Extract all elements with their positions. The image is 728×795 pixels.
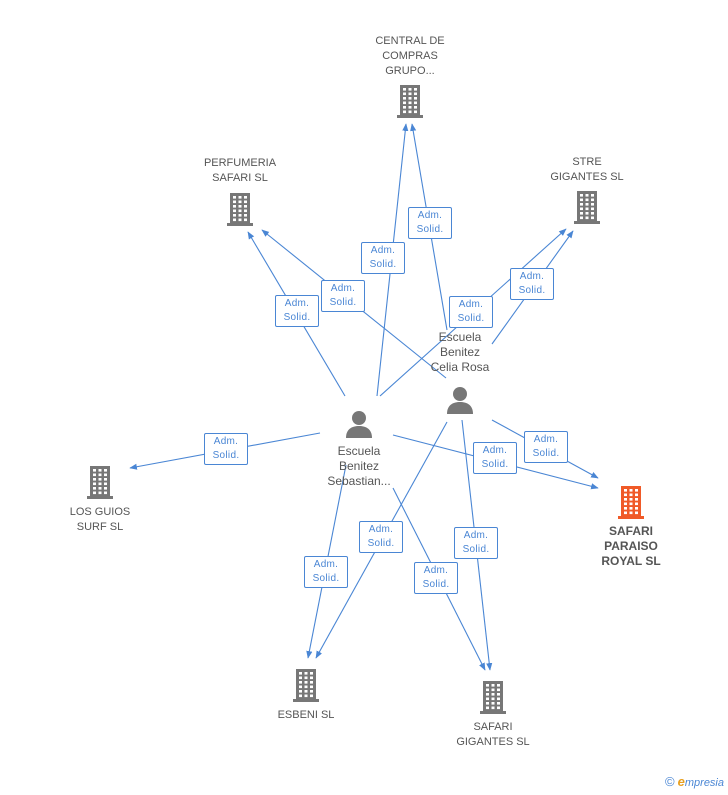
company-label-central[interactable]: CENTRAL DE COMPRAS GRUPO... [375,35,445,77]
relation-badge[interactable]: Adm. Solid. [321,280,365,312]
building-icon[interactable] [615,485,647,524]
person-icon[interactable] [445,385,475,420]
person-label-sebastian[interactable]: Escuela Benitez Sebastian... [327,444,391,488]
company-label-stre[interactable]: STRE GIGANTES SL [550,156,624,183]
relation-badge[interactable]: Adm. Solid. [510,268,554,300]
relation-badge[interactable]: Adm. Solid. [473,442,517,474]
company-label-gigantes[interactable]: SAFARI GIGANTES SL [456,721,530,748]
relation-badge[interactable]: Adm. Solid. [408,207,452,239]
building-icon[interactable] [224,192,256,231]
relation-badge[interactable]: Adm. Solid. [359,521,403,553]
person-label-celia[interactable]: Escuela Benitez Celia Rosa [430,330,490,374]
building-icon[interactable] [84,465,116,504]
brand-name: mpresia [684,777,724,789]
copyright-icon: © [664,774,675,789]
relation-badge[interactable]: Adm. Solid. [449,296,493,328]
brand-initial: e [677,774,685,789]
building-icon[interactable] [571,190,603,229]
relation-badge[interactable]: Adm. Solid. [204,433,248,465]
building-icon[interactable] [394,84,426,123]
footer-brand: © empresia [665,774,724,789]
company-label-perfumeria[interactable]: PERFUMERIA SAFARI SL [203,157,277,184]
relation-badge[interactable]: Adm. Solid. [414,562,458,594]
building-icon[interactable] [290,668,322,707]
company-label-paraiso[interactable]: SAFARI PARAISO ROYAL SL [601,524,661,568]
relation-badge[interactable]: Adm. Solid. [454,527,498,559]
company-label-guios[interactable]: LOS GUIOS SURF SL [69,506,131,533]
relation-badge[interactable]: Adm. Solid. [524,431,568,463]
person-icon[interactable] [344,409,374,444]
building-icon[interactable] [477,680,509,719]
company-label-esbeni[interactable]: ESBENI SL [277,709,335,721]
relation-badge[interactable]: Adm. Solid. [361,242,405,274]
relation-badge[interactable]: Adm. Solid. [275,295,319,327]
relation-badge[interactable]: Adm. Solid. [304,556,348,588]
